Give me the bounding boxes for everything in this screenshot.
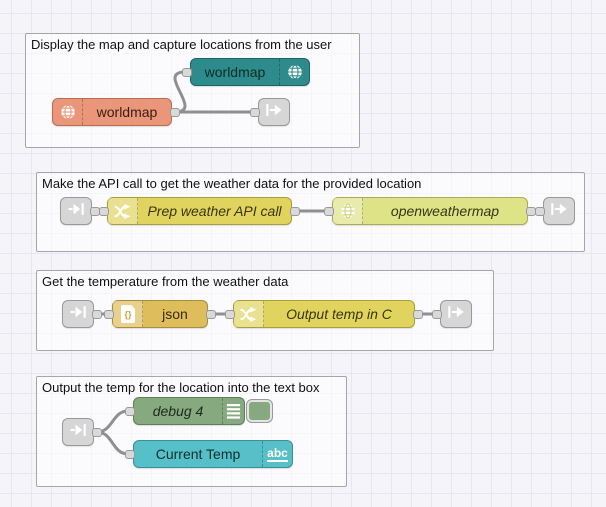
node-label: Prep weather API call bbox=[147, 203, 282, 219]
input-port[interactable] bbox=[182, 67, 192, 77]
group-output-temp[interactable]: Output the temp for the location into th… bbox=[36, 376, 347, 487]
node-label: debug 4 bbox=[152, 403, 204, 419]
node-label: worldmap bbox=[96, 104, 158, 120]
input-port[interactable] bbox=[225, 309, 235, 319]
link-out-icon bbox=[446, 302, 466, 327]
node-label: Output temp in C bbox=[286, 306, 392, 322]
output-port[interactable] bbox=[170, 107, 180, 117]
node-worldmap-display[interactable]: worldmap bbox=[182, 58, 310, 86]
node-current-temp[interactable]: Current Temp abc bbox=[125, 440, 293, 468]
input-port[interactable] bbox=[324, 206, 334, 216]
input-port[interactable] bbox=[250, 107, 260, 117]
debug-toggle-button[interactable] bbox=[246, 399, 273, 423]
node-openweathermap[interactable]: openweathermap bbox=[324, 197, 536, 225]
link-out-icon bbox=[264, 100, 284, 125]
group-display-map[interactable]: Display the map and capture locations fr… bbox=[25, 33, 360, 148]
input-port[interactable] bbox=[104, 309, 114, 319]
node-debug-4[interactable]: debug 4 bbox=[125, 397, 245, 425]
link-in-icon bbox=[66, 199, 86, 224]
output-port[interactable] bbox=[206, 309, 216, 319]
link-in-icon bbox=[68, 302, 88, 327]
output-port[interactable] bbox=[92, 427, 102, 437]
globe-icon bbox=[333, 198, 363, 224]
debug-toggle-indicator bbox=[249, 402, 270, 420]
node-output-temp-function[interactable]: Output temp in C bbox=[225, 300, 423, 328]
link-out-icon bbox=[549, 199, 569, 224]
output-port[interactable] bbox=[290, 206, 300, 216]
input-port[interactable] bbox=[125, 406, 135, 416]
node-link-in-3[interactable] bbox=[62, 300, 102, 328]
globe-icon bbox=[279, 59, 309, 85]
abc-icon-text: abc bbox=[267, 445, 288, 462]
node-link-out-2[interactable] bbox=[535, 197, 575, 225]
group-label: Get the temperature from the weather dat… bbox=[42, 274, 289, 289]
node-link-out-3[interactable] bbox=[432, 300, 472, 328]
output-port[interactable] bbox=[92, 309, 102, 319]
node-label: openweathermap bbox=[390, 203, 500, 219]
debug-list-icon bbox=[222, 398, 244, 424]
node-label: json bbox=[162, 306, 188, 322]
node-worldmap-in[interactable]: worldmap bbox=[52, 98, 180, 126]
node-link-out-1[interactable] bbox=[250, 98, 290, 126]
svg-text:{}: {} bbox=[124, 310, 132, 320]
function-icon bbox=[108, 198, 138, 224]
function-icon bbox=[234, 301, 264, 327]
input-port[interactable] bbox=[535, 206, 545, 216]
group-label: Display the map and capture locations fr… bbox=[31, 37, 332, 52]
node-link-in-4[interactable] bbox=[62, 418, 102, 446]
node-prep-weather-function[interactable]: Prep weather API call bbox=[99, 197, 300, 225]
json-file-icon: {} bbox=[113, 301, 143, 327]
link-in-icon bbox=[68, 420, 88, 445]
wire[interactable] bbox=[173, 70, 187, 114]
input-port[interactable] bbox=[125, 449, 135, 459]
globe-icon bbox=[53, 99, 83, 125]
abc-icon: abc bbox=[262, 441, 292, 467]
group-label: Output the temp for the location into th… bbox=[42, 380, 320, 395]
node-label: worldmap bbox=[204, 64, 266, 80]
node-link-in-2[interactable] bbox=[60, 197, 100, 225]
output-port[interactable] bbox=[413, 309, 423, 319]
node-label: Current Temp bbox=[155, 446, 241, 462]
input-port[interactable] bbox=[432, 309, 442, 319]
input-port[interactable] bbox=[99, 206, 109, 216]
group-label: Make the API call to get the weather dat… bbox=[42, 176, 422, 191]
node-json[interactable]: {} json bbox=[104, 300, 216, 328]
